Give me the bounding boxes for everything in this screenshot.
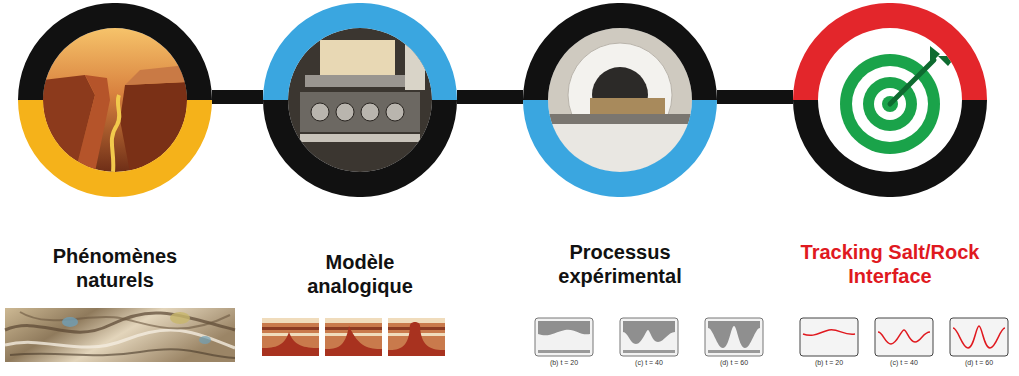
frame-caption: (b) t = 20 bbox=[535, 359, 593, 367]
tracking-thumbnails bbox=[800, 318, 1008, 356]
analog-thumbnails bbox=[262, 318, 445, 356]
circle-photo bbox=[818, 28, 962, 172]
ring-top bbox=[793, 3, 987, 100]
ring-top bbox=[18, 3, 212, 100]
stage-circle: Tracking Salt/Rock Interface bbox=[770, 0, 1010, 300]
frame-caption: (b) t = 20 bbox=[800, 359, 858, 367]
frame-caption: (c) t = 40 bbox=[620, 359, 678, 367]
frame-caption: (d) t = 60 bbox=[705, 359, 763, 367]
timeline-bar bbox=[212, 90, 263, 104]
stage-heading: Tracking Salt/Rock Interface bbox=[774, 240, 1006, 288]
circle-photo bbox=[43, 28, 187, 172]
ring-bottom bbox=[263, 100, 457, 197]
stage-heading: Processus expérimental bbox=[538, 240, 703, 288]
stage-heading: Phénomènes naturels bbox=[30, 244, 200, 292]
stage-circle: Processus expérimental bbox=[500, 0, 740, 300]
timeline-bar bbox=[457, 90, 523, 104]
frame-caption: (c) t = 40 bbox=[875, 359, 933, 367]
ring-bottom bbox=[793, 100, 987, 197]
ring-bottom bbox=[523, 100, 717, 197]
circle-photo bbox=[288, 28, 432, 172]
stage-circle: Modèle analogique bbox=[240, 0, 480, 300]
ring-bottom bbox=[18, 100, 212, 197]
frame-caption: (d) t = 60 bbox=[950, 359, 1008, 367]
stage-circle: Phénomènes naturels bbox=[0, 0, 235, 300]
ring-top bbox=[523, 3, 717, 100]
ring-icon bbox=[793, 3, 987, 197]
ring-icon bbox=[263, 3, 457, 197]
ring-top bbox=[263, 3, 457, 100]
stage-heading: Modèle analogique bbox=[295, 250, 425, 298]
ring-icon bbox=[18, 3, 212, 197]
ring-icon bbox=[523, 3, 717, 197]
ct-thumbnails bbox=[535, 318, 763, 356]
timeline-bar bbox=[717, 90, 793, 104]
salt-photo bbox=[5, 308, 235, 362]
